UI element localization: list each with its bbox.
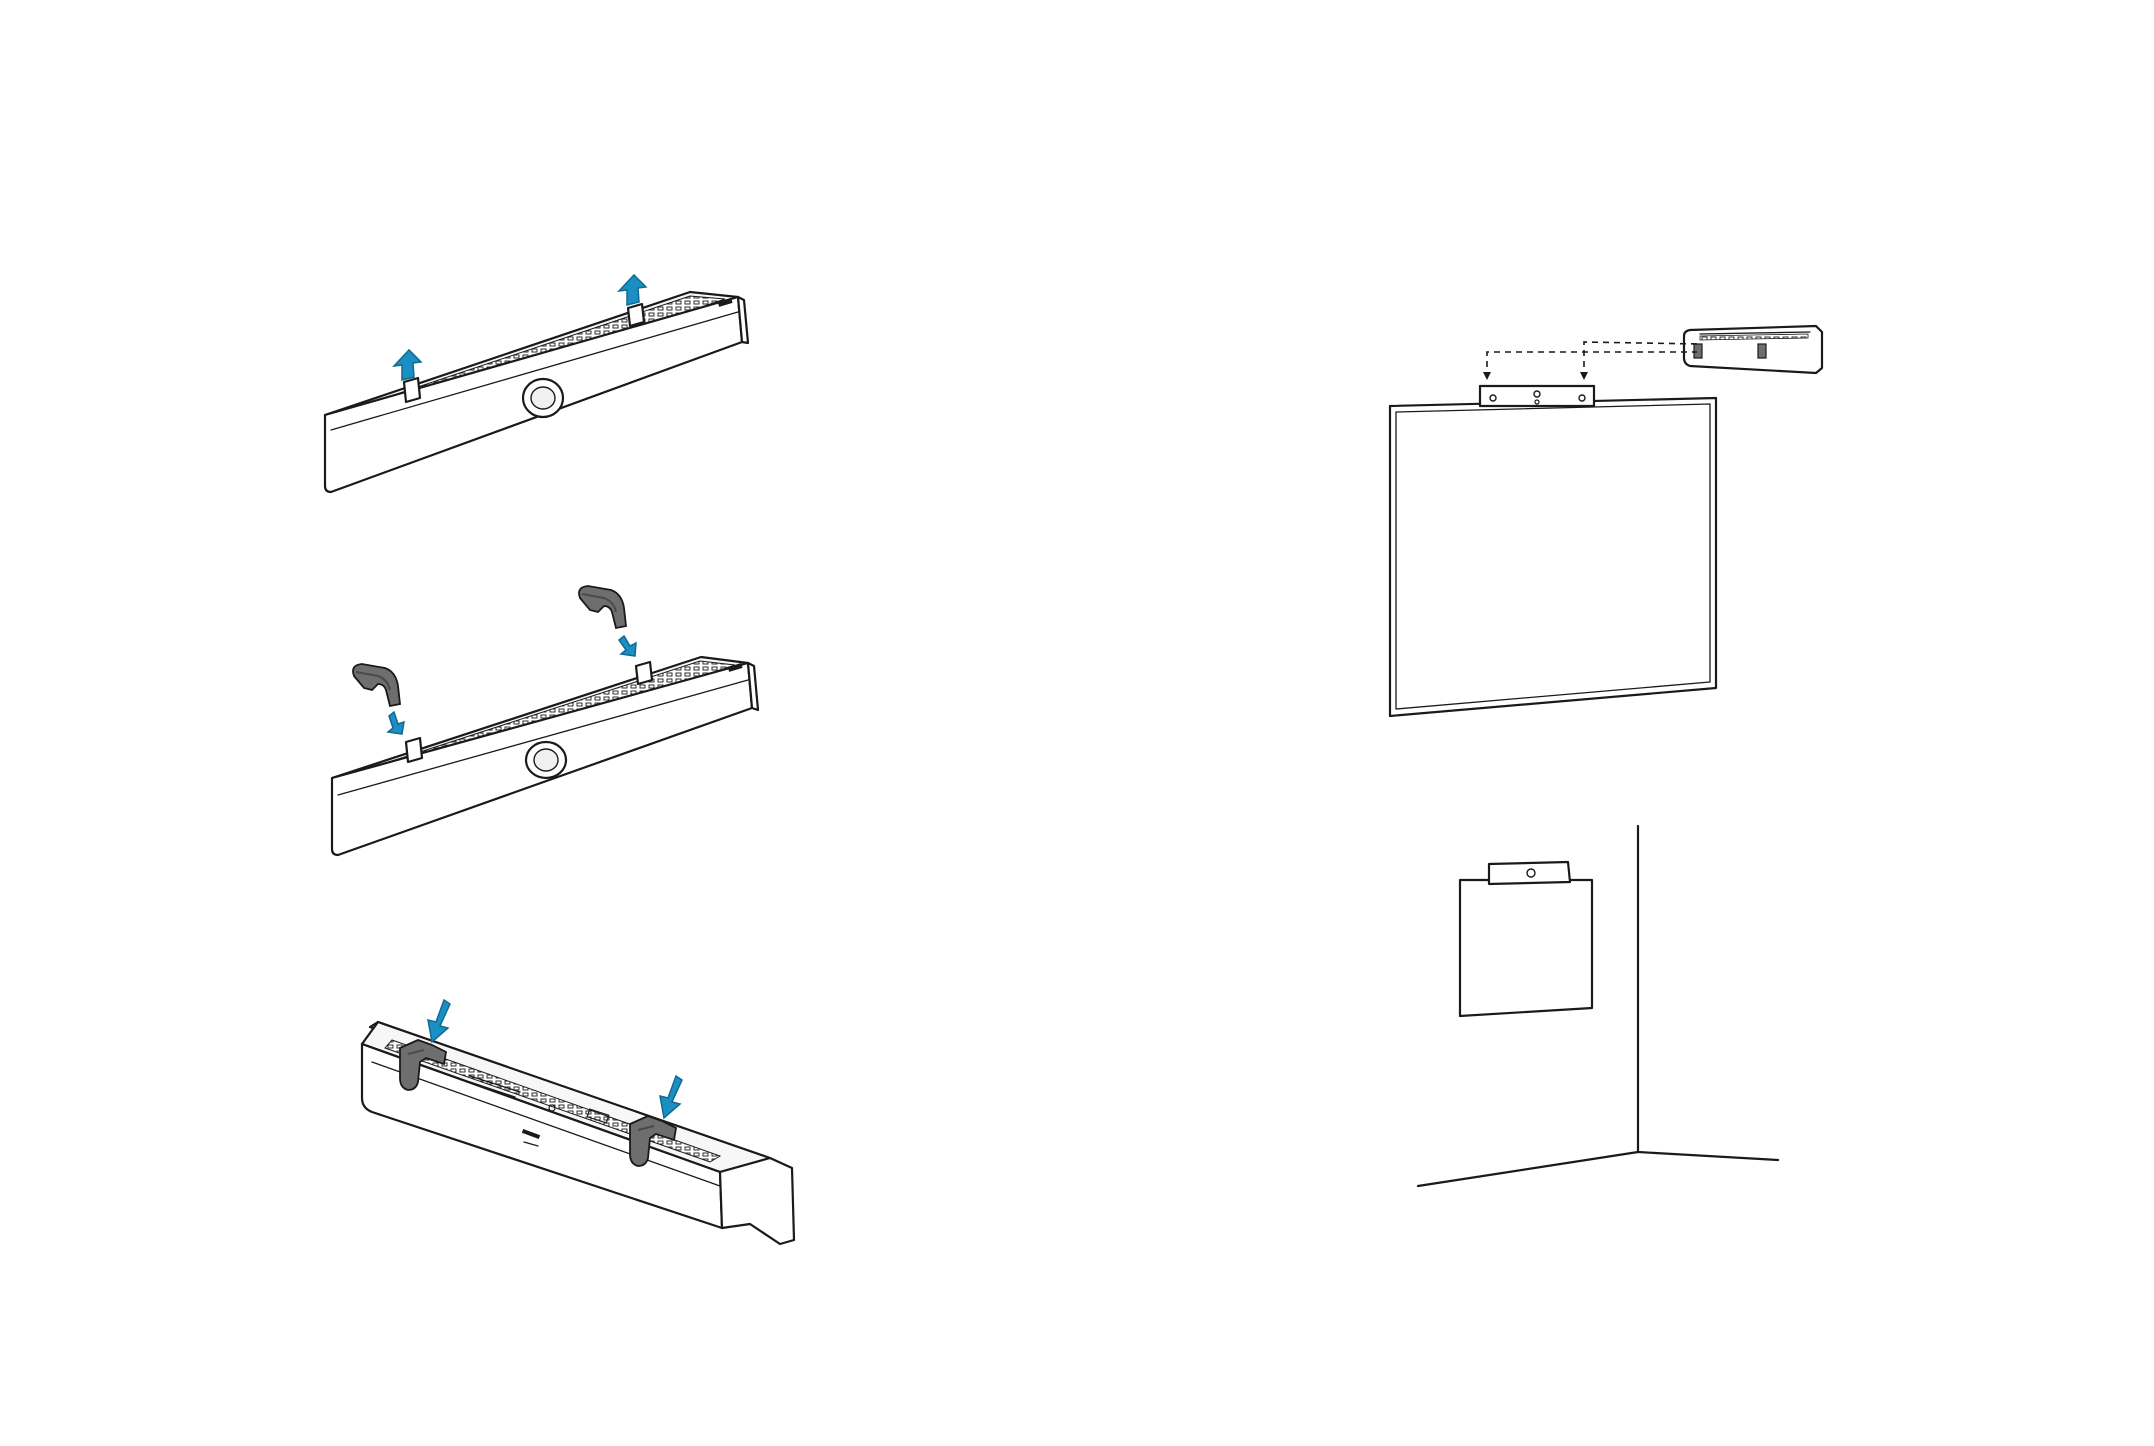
- arrow-up-icon: [394, 350, 421, 380]
- clip-slot-left: [406, 738, 422, 762]
- mounting-clip-icon: [579, 586, 626, 628]
- camera-lens-icon: [523, 379, 563, 417]
- clip-slot-left: [404, 378, 420, 402]
- mounting-clip-icon: [1694, 344, 1702, 358]
- panel-step-2: [332, 586, 758, 855]
- camera-lens-icon: [526, 742, 566, 778]
- mounting-clip-icon: [1758, 344, 1766, 358]
- panel-step-4: [1390, 326, 1822, 716]
- panel-step-3: [362, 1000, 794, 1244]
- camera-lens-icon: [1527, 869, 1535, 877]
- display-screen: [1390, 398, 1716, 716]
- arrow-up-icon: [619, 275, 646, 305]
- mount-bracket: [1480, 386, 1594, 406]
- arrow-down-icon: [428, 1000, 450, 1042]
- panel-step-1: [325, 275, 748, 492]
- clip-slot-right: [628, 304, 644, 326]
- alignment-guides: [1483, 342, 1700, 380]
- arrow-down-icon: [660, 1076, 682, 1118]
- clip-slot-right: [636, 662, 652, 684]
- display-screen: [1460, 880, 1592, 1016]
- video-bar-small: [1684, 326, 1822, 373]
- video-bar-small: [1489, 862, 1570, 884]
- mounting-clip-icon: [353, 664, 400, 706]
- arrow-down-icon: [619, 636, 636, 656]
- panel-step-5: [1418, 826, 1778, 1186]
- arrow-down-icon: [388, 712, 404, 734]
